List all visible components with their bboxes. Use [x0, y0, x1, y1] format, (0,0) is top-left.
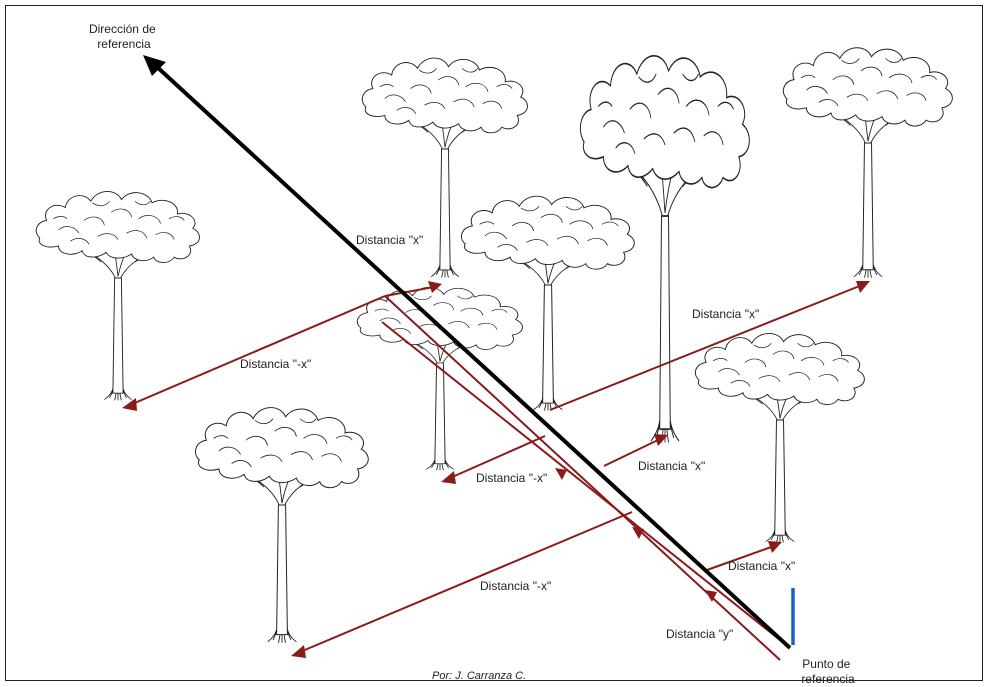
label-punto-de-referencia: Punto de referencia: [801, 657, 855, 686]
reference-direction-arrowhead: [143, 55, 166, 76]
label-distancia-x-4: Distancia "x": [728, 559, 795, 573]
arrowhead-y-2: [632, 527, 644, 539]
label-distancia-x-1: Distancia "x": [356, 233, 423, 247]
arrowhead-x-3: [654, 434, 668, 446]
line-negx-3: [299, 511, 633, 653]
label-punto-line2: referencia: [801, 672, 855, 686]
line-negx-1: [129, 295, 386, 406]
arrowhead-negx-1: [122, 398, 137, 411]
arrowhead-y-3: [555, 468, 567, 480]
label-distancia-x-2: Distancia "x": [692, 307, 759, 321]
diagram-frame: [5, 5, 983, 681]
distance-y-line-inner: [381, 321, 781, 641]
tree-right-lower: [694, 332, 865, 543]
label-distancia-negx-2: Distancia "-x": [476, 471, 547, 485]
label-distancia-negx-1: Distancia "-x": [240, 357, 311, 371]
arrowhead-y-1: [705, 590, 717, 602]
label-distancia-y: Distancia "y": [666, 627, 733, 641]
line-negx-2: [449, 435, 546, 479]
line-x-4: [706, 545, 775, 571]
label-direccion-de-referencia: Dirección de referencia: [89, 22, 159, 51]
arrowhead-negx-3: [291, 645, 306, 658]
reference-direction-line: [154, 64, 792, 650]
author-credit: Por: J. Carranza C.: [432, 670, 526, 682]
label-direccion-line2: referencia: [97, 37, 151, 51]
line-x-3: [603, 438, 661, 467]
label-distancia-negx-3: Distancia "-x": [480, 579, 551, 593]
line-x-2: [549, 284, 863, 411]
label-distancia-x-3: Distancia "x": [638, 459, 705, 473]
arrowhead-x-2: [856, 281, 870, 293]
arrowhead-x-1: [428, 281, 442, 293]
distance-y-line-outer: [384, 295, 781, 661]
arrowhead-negx-2: [441, 471, 456, 484]
tree-top-right: [782, 47, 953, 279]
tree-left: [35, 190, 200, 401]
tree-bottom-left: [194, 407, 369, 644]
line-x-1: [384, 286, 435, 297]
label-direccion-line1: Dirección de: [89, 22, 156, 36]
label-punto-line1: Punto de: [802, 657, 850, 671]
arrowhead-x-4: [768, 541, 782, 553]
